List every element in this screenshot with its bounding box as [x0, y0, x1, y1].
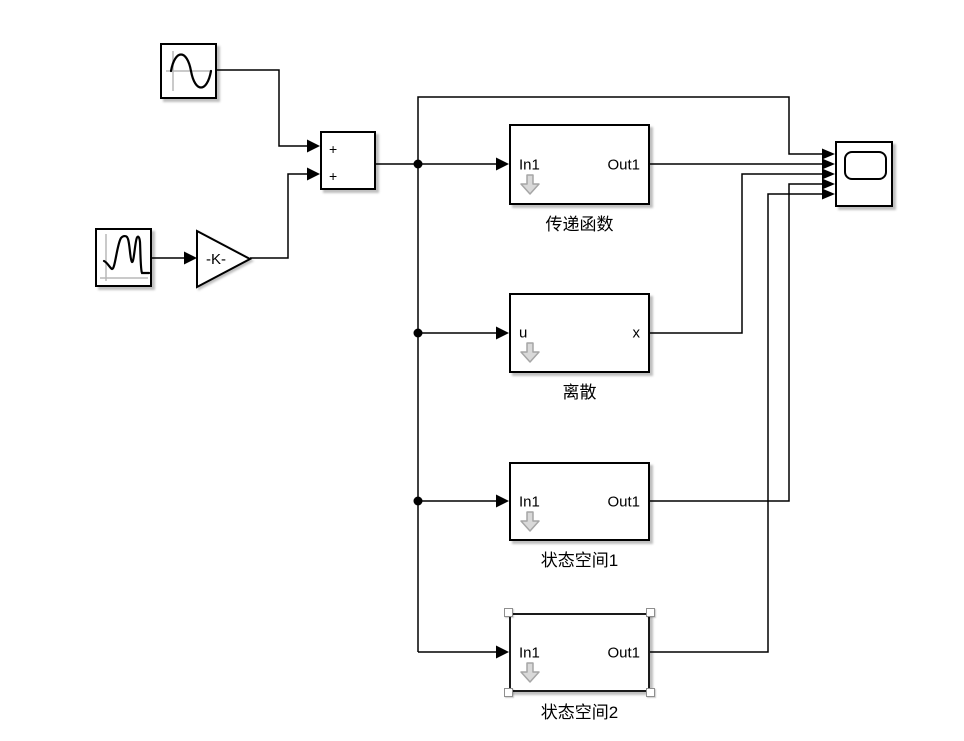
outport-label: x [632, 324, 641, 342]
signal-builder-block[interactable] [95, 228, 152, 287]
block-transfer-fcn[interactable]: In1 Out1 [509, 124, 650, 205]
wire-sine-to-sum[interactable] [217, 69, 320, 153]
scope-display-icon [844, 151, 887, 180]
scope-block[interactable] [835, 141, 893, 207]
block-label-state-space2[interactable]: 状态空间2 [540, 703, 619, 722]
outport-label: Out1 [607, 644, 640, 661]
arrowhead-icon [496, 645, 509, 659]
block-state-space2[interactable]: In1 Out1 [504, 608, 655, 697]
block-label-state-space1[interactable]: 状态空间1 [540, 551, 619, 570]
gain-block[interactable]: -K- [195, 229, 255, 289]
arrowhead-icon [822, 188, 835, 200]
sum-plus-sign-top: + [329, 141, 338, 157]
arrowhead-icon [822, 178, 835, 190]
wire-sum-output-trunk[interactable] [376, 96, 835, 659]
block-label-discrete[interactable]: 离散 [562, 383, 597, 402]
inport-label: u [519, 324, 528, 342]
wire-state-space2-to-scope[interactable] [650, 188, 835, 653]
outport-label: Out1 [607, 156, 640, 173]
arrowhead-icon [307, 139, 320, 153]
outport-label: Out1 [607, 493, 640, 510]
subsystem-dropdown-icon [520, 173, 540, 195]
wire-discrete-to-scope[interactable] [650, 168, 835, 334]
selection-handle-top-right[interactable] [646, 608, 655, 617]
signal-builder-icon [100, 234, 150, 281]
sine-wave-block[interactable] [160, 43, 217, 99]
sum-plus-sign-bottom: + [329, 168, 338, 184]
selection-handle-top-left[interactable] [504, 608, 513, 617]
arrowhead-icon [307, 167, 320, 181]
sine-wave-icon [166, 51, 213, 91]
sum-block[interactable]: + + [320, 131, 376, 190]
block-label-transfer-fcn[interactable]: 传递函数 [545, 215, 614, 234]
subsystem-dropdown-icon [520, 661, 540, 683]
selection-handle-bottom-right[interactable] [646, 688, 655, 697]
wire-signal-builder-to-gain[interactable] [152, 251, 197, 265]
inport-label: In1 [519, 156, 540, 173]
gain-label: -K- [206, 251, 226, 268]
arrowhead-icon [184, 251, 197, 265]
block-discrete[interactable]: u x [509, 293, 650, 373]
wire-state-space1-to-scope[interactable] [650, 178, 835, 502]
selection-handle-bottom-left[interactable] [504, 688, 513, 697]
arrowhead-icon [822, 158, 835, 170]
inport-label: In1 [519, 644, 540, 661]
branch-point [413, 496, 423, 506]
subsystem-dropdown-icon [520, 510, 540, 532]
arrowhead-icon [822, 168, 835, 180]
wire-gain-to-sum[interactable] [250, 167, 320, 259]
arrowhead-icon [496, 157, 509, 171]
arrowhead-icon [822, 148, 835, 160]
inport-label: In1 [519, 493, 540, 510]
gain-triangle-icon [196, 229, 253, 289]
branch-point [413, 159, 423, 169]
arrowhead-icon [496, 326, 509, 340]
block-state-space1[interactable]: In1 Out1 [509, 462, 650, 541]
branch-point [413, 328, 423, 338]
wire-transfer-fcn-to-scope[interactable] [650, 158, 835, 170]
arrowhead-icon [496, 494, 509, 508]
subsystem-dropdown-icon [520, 342, 540, 363]
